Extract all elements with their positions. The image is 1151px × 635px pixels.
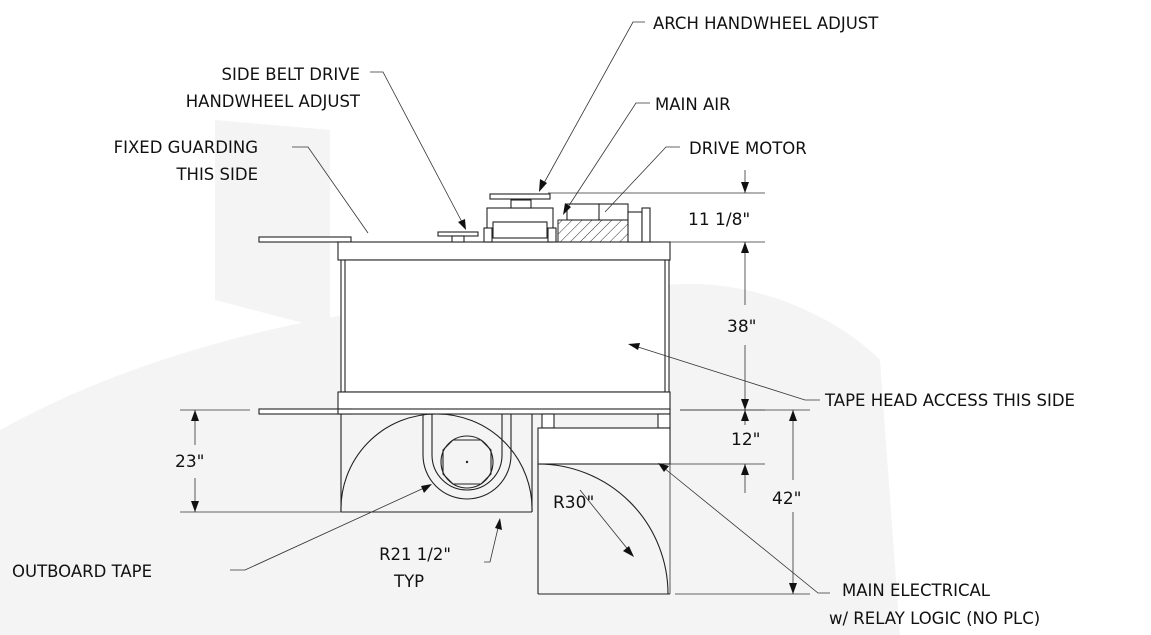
dimension-lines: [180, 170, 810, 595]
radius-21-label-line1: R21 1/2": [379, 545, 451, 564]
outboard-tape-label: OUTBOARD TAPE: [12, 562, 152, 581]
arch-handwheel-label: ARCH HANDWHEEL ADJUST: [653, 14, 879, 33]
dim-overall-right: 42": [772, 489, 801, 509]
fixed-guarding-label-line2: THIS SIDE: [175, 165, 258, 184]
machine-outline: [258, 236, 671, 415]
drive-motor-label: DRIVE MOTOR: [689, 139, 807, 158]
main-air-label: MAIN AIR: [655, 95, 731, 114]
dim-lower-clearance: 12": [731, 430, 760, 450]
fixed-guarding-label-line1: FIXED GUARDING: [114, 138, 258, 157]
electrical-box: [537, 413, 671, 595]
outboard-tape: [340, 413, 533, 513]
main-electrical-label-line2: w/ RELAY LOGIC (NO PLC): [829, 609, 1040, 628]
side-belt-label-line2: HANDWHEEL ADJUST: [186, 92, 361, 111]
radius-21-label-line2: TYP: [393, 572, 424, 591]
top-components: [437, 193, 651, 243]
side-belt-label-line1: SIDE BELT DRIVE: [222, 65, 360, 84]
leader-lines: [230, 21, 830, 594]
dimension-values: 11 1/8" 38" 12" 42" 23" R30": [175, 210, 801, 513]
dim-frame-height: 38": [727, 317, 756, 337]
dim-top-height: 11 1/8": [688, 210, 750, 230]
dim-left-drop: 23": [175, 452, 204, 472]
dim-door-radius: R30": [553, 493, 594, 513]
main-electrical-label-line1: MAIN ELECTRICAL: [842, 581, 991, 600]
callout-labels: ARCH HANDWHEEL ADJUST SIDE BELT DRIVE HA…: [12, 14, 1075, 628]
tape-head-access-label: TAPE HEAD ACCESS THIS SIDE: [824, 391, 1075, 410]
